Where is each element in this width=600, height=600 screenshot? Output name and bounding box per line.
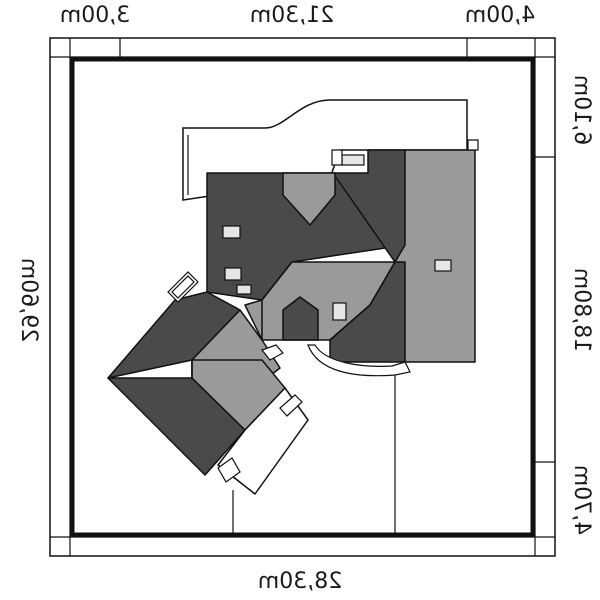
plot-boundary [69,56,536,538]
dim-top-left: 3,00m [60,3,130,28]
chimney [341,154,365,166]
roof-dormer-center [282,296,319,341]
balcony-details [167,139,479,483]
dim-bottom: 28,30m [258,569,342,594]
dim-left: 29,60m [16,258,41,342]
skylight [434,259,452,272]
outer-frame [49,37,556,557]
skylight [222,225,241,239]
skylight [332,302,347,321]
dim-top-middle: 21,30m [250,3,334,28]
dim-top-right: 4,00m [465,3,535,28]
roof [107,149,476,495]
roof-right-wing [394,149,476,363]
setback-lines [232,375,396,535]
roof-dormer-top [282,172,336,226]
skylights [222,154,452,321]
skylight [236,284,252,295]
dim-right-bottom: 4,70m [569,465,594,535]
dim-right-top: 6,10m [569,75,594,145]
skylight [224,267,242,281]
dim-right-middle: 18,80m [569,268,594,352]
